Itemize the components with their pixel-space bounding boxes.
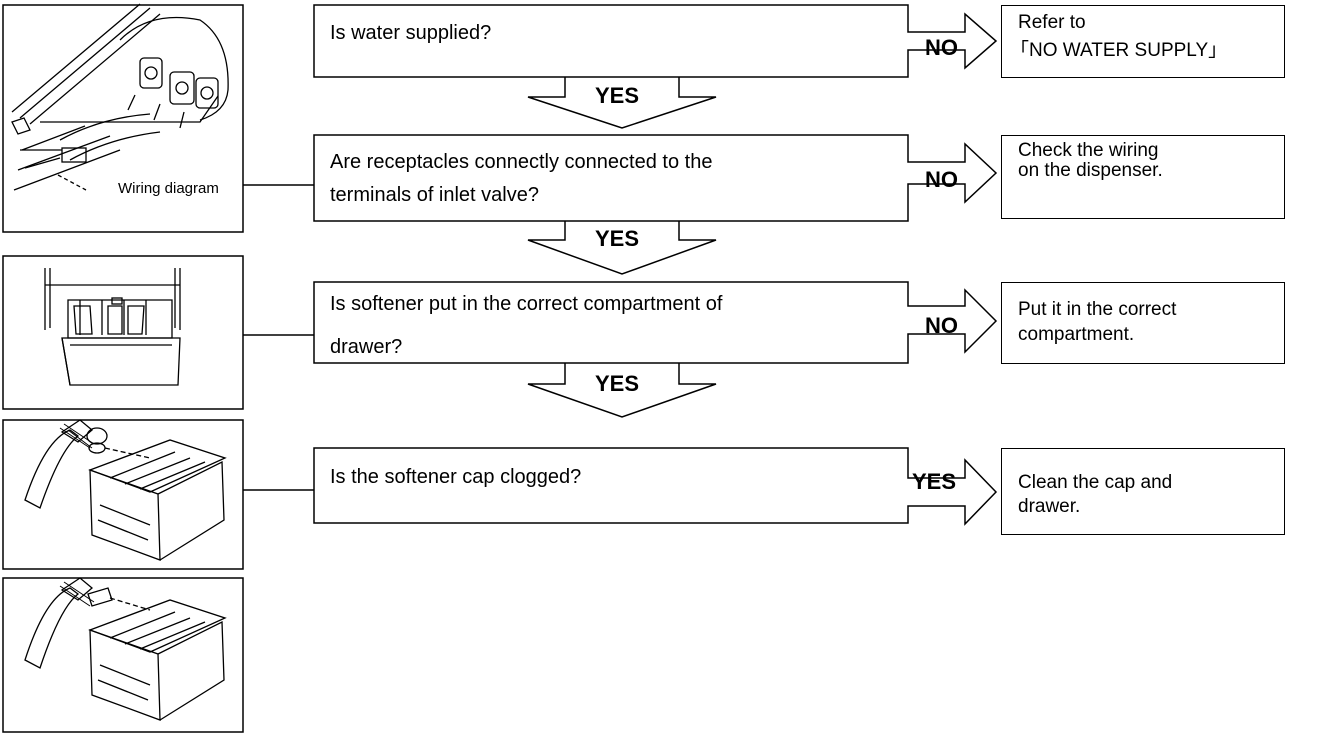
result-4-line-2: drawer. bbox=[1018, 496, 1081, 517]
result-box-4 bbox=[1001, 448, 1285, 535]
result-box-3 bbox=[1001, 282, 1285, 364]
advance-label-1: YES bbox=[595, 83, 640, 108]
result-4-line-1: Clean the cap and bbox=[1018, 472, 1173, 493]
figure-frame-2 bbox=[2, 255, 244, 410]
result-3-line-2: compartment. bbox=[1018, 324, 1135, 345]
result-3-line-1: Put it in the correct bbox=[1018, 299, 1177, 320]
question-4-text: Is the softener cap clogged? bbox=[330, 466, 582, 488]
question-box-3-outline bbox=[313, 281, 998, 364]
branch-label-1: NO bbox=[925, 35, 958, 60]
figure-frame-3 bbox=[2, 419, 244, 570]
wiring-diagram-caption: Wiring diagram bbox=[118, 180, 219, 198]
question-box-1-outline bbox=[313, 4, 998, 78]
yes-arrow-3 bbox=[527, 363, 717, 418]
branch-label-2: NO bbox=[925, 167, 958, 192]
result-box-2 bbox=[1001, 135, 1285, 219]
result-1-line-2: 「NO WATER SUPPLY」 bbox=[1010, 40, 1228, 61]
question-3-line-2: drawer? bbox=[330, 336, 403, 358]
drawer-brush-cap-illustration bbox=[24, 419, 227, 561]
result-1-line-1: Refer to bbox=[1018, 12, 1086, 33]
branch-label-3: NO bbox=[925, 313, 958, 338]
result-2-line-2: on the dispenser. bbox=[1018, 160, 1163, 181]
figure-frame-1 bbox=[2, 4, 244, 233]
yes-arrow-2 bbox=[527, 221, 717, 275]
advance-label-3: YES bbox=[595, 371, 640, 396]
figure-frame-4 bbox=[2, 577, 244, 733]
dispenser-drawer-illustration bbox=[44, 268, 181, 386]
question-3-line-1: Is softener put in the correct compartme… bbox=[330, 293, 723, 315]
yes-arrow-1 bbox=[527, 77, 717, 129]
question-2-line-2: terminals of inlet valve? bbox=[330, 184, 539, 206]
question-1-text: Is water supplied? bbox=[330, 22, 492, 44]
advance-label-2: YES bbox=[595, 226, 640, 251]
result-box-1 bbox=[1001, 5, 1285, 78]
branch-label-4: YES bbox=[912, 469, 957, 494]
question-2-line-1: Are receptacles connectly connected to t… bbox=[330, 151, 713, 173]
inlet-valve-illustration bbox=[11, 3, 229, 191]
result-2-line-1: Check the wiring bbox=[1018, 140, 1159, 161]
drawer-brush-insert-illustration bbox=[24, 577, 227, 721]
question-box-4-outline bbox=[313, 447, 998, 526]
question-box-2-outline bbox=[313, 134, 998, 222]
